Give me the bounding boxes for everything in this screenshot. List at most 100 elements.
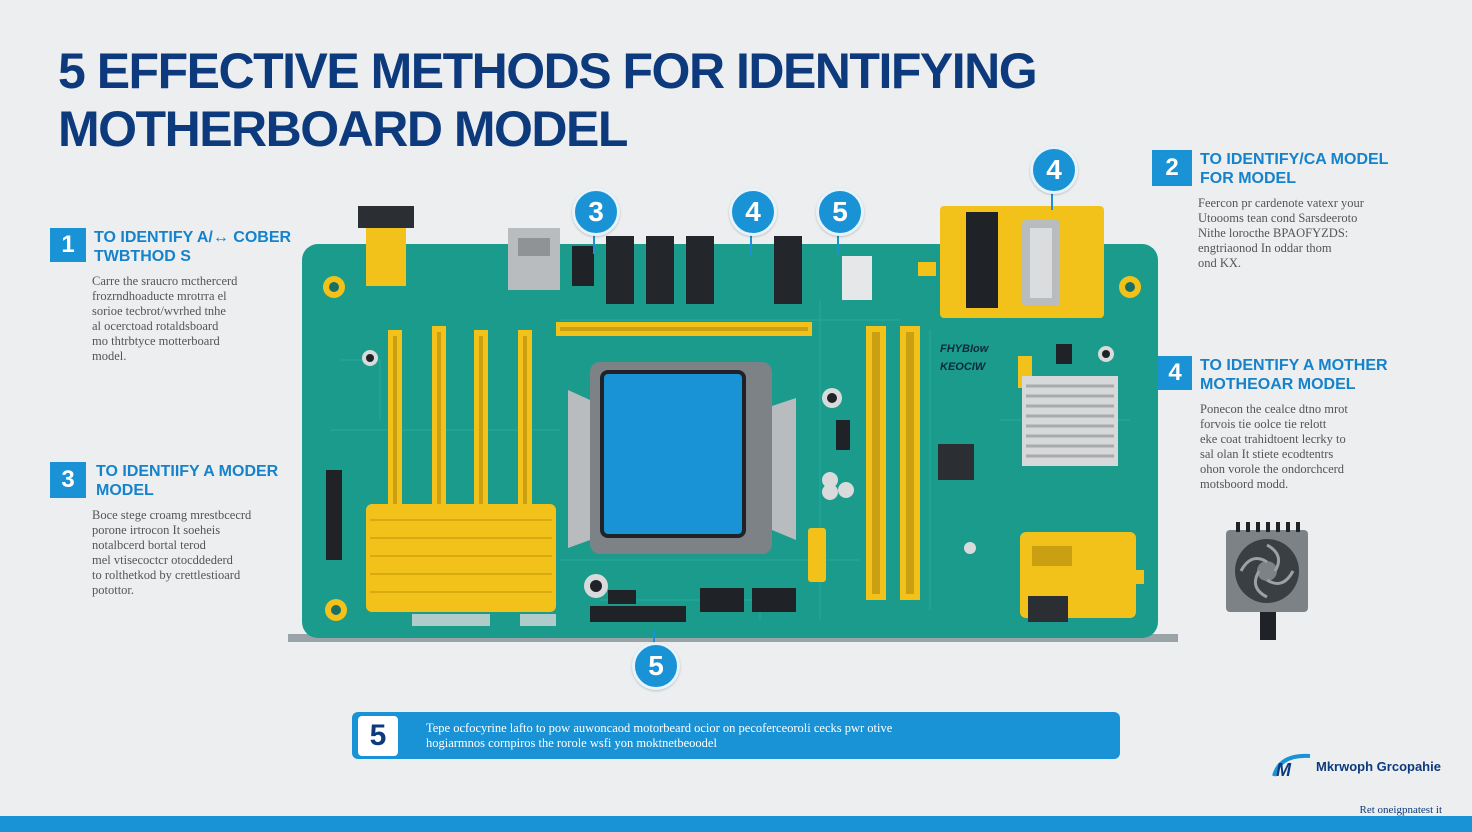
page-title-line-1: 5 EFFECTIVE METHODS FOR IDENTIFYING (58, 43, 1038, 99)
pin-3: 3 (572, 188, 620, 236)
callout-4-body: Ponecon the cealce dtno mrot forvois tie… (1200, 402, 1448, 492)
callout-3-body-line: porone irtrocon It soeheis (92, 523, 221, 537)
callout-4-body-line: ohon vorole the ondorchcerd (1200, 462, 1345, 476)
callout-3-body-line: Boce stege croamg mrestbcecrd (92, 508, 252, 522)
callout-2-body: Feercon pr cardenote vatexr your Utoooms… (1198, 196, 1442, 271)
callout-1-heading-line-2: TWBTHOD S (94, 248, 191, 265)
callout-1-body-line: model. (92, 349, 127, 363)
board-label-2: KEOCIW (940, 361, 987, 373)
pin-4a-label: 4 (745, 196, 761, 227)
callout-3-number: 3 (50, 462, 86, 498)
io-ports-black (606, 236, 802, 304)
pin-4b-label: 4 (1046, 154, 1062, 185)
yellow-clip (808, 528, 826, 582)
pin-5b: 5 (632, 642, 680, 690)
callout-3-body-line: notalbcerd bortal terod (92, 538, 206, 552)
callout-4-body-line: forvois tie oolce tie relott (1200, 417, 1327, 431)
callout-2-body-line: Utoooms tean cond Sarsdeeroto (1198, 211, 1358, 225)
label-strip (412, 614, 490, 626)
callout-3-body: Boce stege croamg mrestbcecrd porone irt… (92, 508, 300, 598)
pin-5a-label: 5 (832, 196, 848, 227)
callout-method-1: 1 TO IDENTIFY A/↔ COBER TWBTHOD S Carre … (50, 228, 300, 364)
callout-3-body-line: mel vtisecoctcr otocddederd (92, 553, 233, 567)
callout-4-heading: TO IDENTIFY A MOTHER MOTHEOAR MODEL (1200, 356, 1388, 394)
page-title: 5 EFFECTIVE METHODS FOR IDENTIFYING MOTH… (58, 42, 1038, 158)
pin-5b-line (653, 630, 655, 644)
cpu-bracket-right (772, 398, 796, 540)
callout-3-heading-line-2: MODEL (96, 482, 154, 499)
callout-2-heading-line-1: TO IDENTIFY/CA MODEL (1200, 151, 1389, 168)
callout-4-heading-line-1: TO IDENTIFY A MOTHER (1200, 357, 1388, 374)
pin-3-line (593, 232, 595, 254)
callout-2-number: 2 (1152, 150, 1192, 186)
pin-5a: 5 (816, 188, 864, 236)
page-title-line-2: MOTHERBOARD MODEL (58, 101, 628, 157)
brand-logo: M Mkrwoph Grcopahie (1270, 752, 1441, 780)
footer-bar (0, 816, 1472, 832)
power-connector (366, 220, 406, 286)
mount-holes (323, 276, 1141, 621)
callout-4-heading-line-2: MOTHEOAR MODEL (1200, 376, 1356, 393)
pin-4a: 4 (729, 188, 777, 236)
callout-2-heading: TO IDENTIFY/CA MODEL FOR MODEL (1200, 150, 1388, 188)
pin-4a-line (750, 232, 752, 256)
io-chip (938, 444, 974, 480)
bottom-headers (590, 588, 796, 622)
board-label-1: FHYBIow (940, 343, 990, 355)
pin-4b: 4 (1030, 146, 1078, 194)
cpu-bracket-left (568, 390, 590, 548)
callout-2-body-line: Feercon pr cardenote vatexr your (1198, 196, 1364, 210)
label-strip-2 (520, 614, 556, 626)
banner-text-line-1: Tepe ocfocyrine lafto to pow auwoncaod m… (426, 720, 893, 735)
callout-1-body: Carre the sraucro mcthercerd frozrndhoad… (92, 274, 300, 364)
svg-text:M: M (1276, 760, 1292, 780)
callout-4-body-line: motsboord modd. (1200, 477, 1289, 491)
vrm-heatsink (1022, 376, 1118, 466)
callout-1-body-line: frozrndhoaducte mrotrra el (92, 289, 227, 303)
callout-3-heading-line-1: TO IDENTIIFY A MODER (96, 463, 279, 480)
cpu-chip (600, 370, 746, 538)
brand-logo-icon: M (1270, 752, 1314, 780)
callout-2-body-line: engtriaonod In oddar thom (1198, 241, 1332, 255)
cooling-fan (1226, 522, 1308, 640)
callout-3-body-line: potottor. (92, 583, 135, 597)
footer-note: Ret oneigpnatest it (1359, 804, 1442, 816)
pin-5b-label: 5 (648, 650, 664, 681)
callout-method-3: 3 TO IDENTIIFY A MODER MODEL Boce stege … (50, 462, 300, 598)
callout-2-body-line: ond KX. (1198, 256, 1242, 270)
callout-1-heading: TO IDENTIFY A/↔ COBER TWBTHOD S (94, 228, 291, 266)
io-header (572, 246, 594, 286)
chipset-heatsink (366, 504, 556, 612)
small-chip-2 (1056, 344, 1072, 364)
pin-3-label: 3 (588, 196, 604, 227)
callout-method-4: 4 TO IDENTIFY A MOTHER MOTHEOAR MODEL Po… (1158, 356, 1448, 492)
callout-2-body-line: Nithe lorocthe BPAOFYZDS: (1198, 226, 1349, 240)
pin-4b-line (1051, 190, 1053, 210)
callout-1-body-line: sorioe tecbrot/wvrhed tnhe (92, 304, 226, 318)
callout-4-body-line: sal olan It stiete ecodtentrs (1200, 447, 1334, 461)
small-chip (836, 420, 850, 450)
callout-2-heading-line-2: FOR MODEL (1200, 170, 1296, 187)
banner-number: 5 (358, 715, 398, 756)
banner-text-line-2: hogiarmnos cornpiros the rorole wsfi yon… (426, 735, 717, 750)
callout-method-2: 2 TO IDENTIFY/CA MODEL FOR MODEL Feercon… (1152, 150, 1442, 271)
callout-1-body-line: Carre the sraucro mcthercerd (92, 274, 238, 288)
io-port (508, 228, 560, 290)
brand-logo-name: Mkrwoph Grcopahie (1316, 758, 1441, 774)
callout-4-body-line: eke coat trahidtoent lecrky to (1200, 432, 1346, 446)
capacitors (362, 346, 1114, 598)
callout-4-body-line: Ponecon the cealce dtno mrot (1200, 402, 1348, 416)
callout-1-body-line: mo thtrbtyce motterboard (92, 334, 220, 348)
banner-text: Tepe ocfocyrine lafto to pow auwoncaod m… (426, 721, 892, 751)
method-5-banner: 5 Tepe ocfocyrine lafto to pow auwoncaod… (352, 712, 1120, 759)
callout-1-number: 1 (50, 228, 86, 262)
callout-3-heading: TO IDENTIIFY A MODER MODEL (96, 462, 278, 500)
callout-1-body-line: al ocerctoad rotaldsboard (92, 319, 219, 333)
callout-4-number: 4 (1158, 356, 1192, 390)
left-header (326, 470, 342, 560)
callout-1-heading-line-1: TO IDENTIFY A/↔ COBER (94, 229, 292, 246)
pin-5a-line (837, 230, 839, 254)
io-port-white (842, 256, 872, 300)
callout-3-body-line: to rolthetkod by crettlestioard (92, 568, 241, 582)
